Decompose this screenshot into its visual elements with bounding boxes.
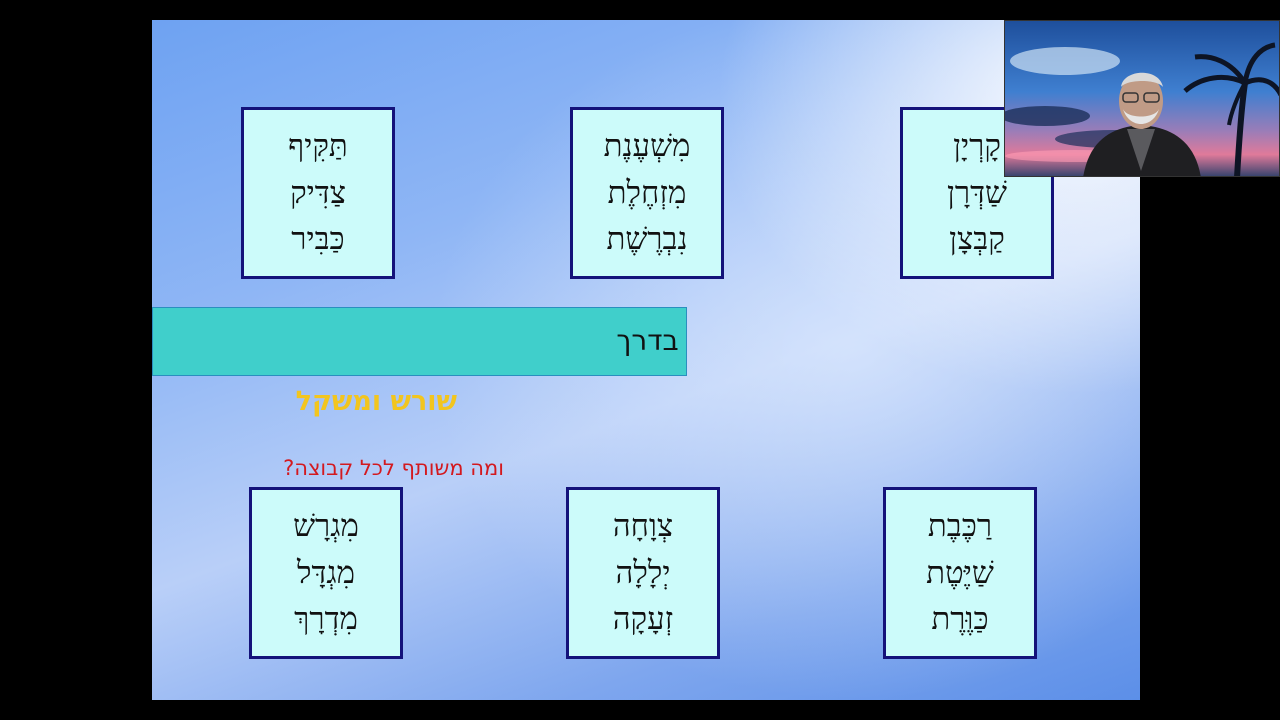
- word: מִגְדָּל: [296, 554, 356, 591]
- word: תַּקִּיף: [288, 128, 348, 165]
- word: כַּוֶּרֶת: [931, 600, 989, 637]
- word: רַכֶּבֶת: [927, 508, 993, 545]
- word: קָרְיָן: [953, 128, 1001, 165]
- word: כַּבִּיר: [291, 220, 345, 257]
- box-top-middle: מִשְׁעֶנֶת מִזְחֶלֶת נִבְרֶשֶׁת: [570, 107, 724, 279]
- word: מִדְרָךְ: [294, 600, 358, 637]
- word: נִבְרֶשֶׁת: [606, 220, 688, 257]
- box-bottom-right: רַכֶּבֶת שַׁיֶּטֶת כַּוֶּרֶת: [883, 487, 1037, 659]
- word: מִשְׁעֶנֶת: [603, 128, 691, 165]
- word: יְלָלָה: [615, 554, 671, 591]
- group-question: ומה משותף לכל קבוצה?: [283, 456, 504, 480]
- word: צַדִּיק: [290, 174, 346, 211]
- box-top-left: תַּקִּיף צַדִּיק כַּבִּיר: [241, 107, 395, 279]
- word: מִגְרָשׁ: [293, 508, 359, 545]
- question-banner: מה משותף לכולן?- כולן נוצרו בדרך: [152, 307, 687, 376]
- banner-text: מה משותף לכולן?- כולן נוצרו בדרך: [616, 324, 686, 357]
- webcam-image: [1005, 21, 1279, 176]
- box-bottom-left: מִגְרָשׁ מִגְדָּל מִדְרָךְ: [249, 487, 403, 659]
- presenter-webcam-video: [1004, 20, 1280, 177]
- word: שַׁיֶּטֶת: [926, 554, 994, 591]
- subtitle: שורש ומשקל: [295, 386, 457, 417]
- word: זְעָקָה: [612, 600, 674, 637]
- box-bottom-middle: צְוָחָה יְלָלָה זְעָקָה: [566, 487, 720, 659]
- word: מִזְחֶלֶת: [607, 174, 687, 211]
- word: שַׁדְּרָן: [947, 174, 1007, 211]
- presentation-slide: תַּקִּיף צַדִּיק כַּבִּיר מִשְׁעֶנֶת מִז…: [152, 20, 1140, 700]
- word: קַבְּצָן: [949, 220, 1005, 257]
- word: צְוָחָה: [612, 508, 674, 545]
